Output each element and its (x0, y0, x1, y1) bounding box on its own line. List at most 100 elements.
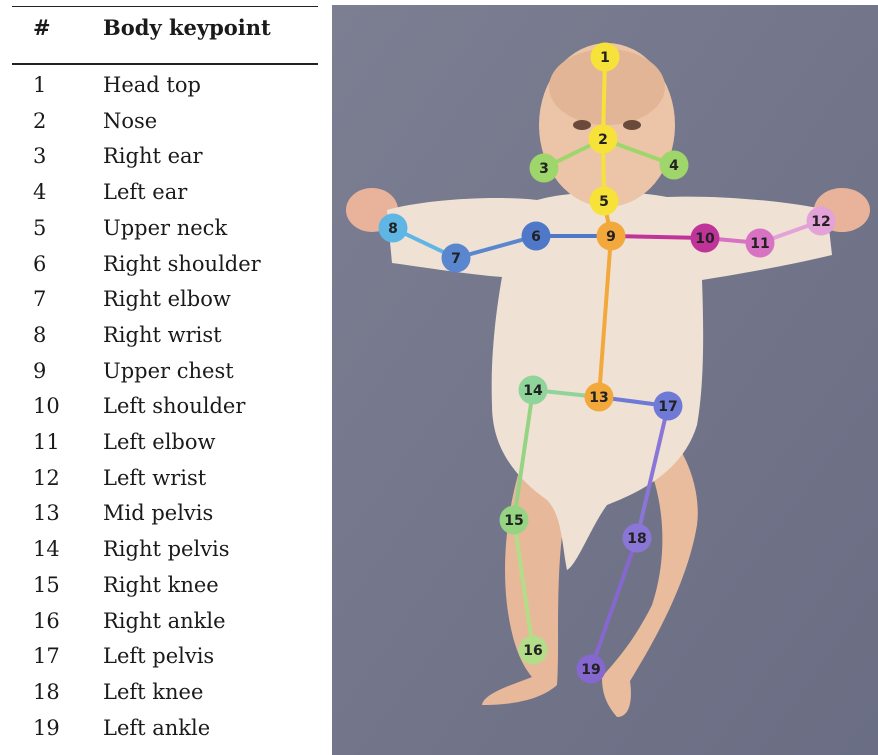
keypoint-number: 6 (33, 252, 46, 276)
table-row: 18 Left knee (0, 680, 322, 715)
keypoint-number-label: 7 (451, 251, 461, 267)
keypoint-label: Right shoulder (103, 252, 261, 276)
keypoint-6: 6 (522, 222, 551, 251)
keypoint-number: 12 (33, 466, 60, 490)
keypoint-number-label: 10 (695, 231, 715, 247)
keypoint-number-label: 5 (599, 194, 609, 210)
table-row: 3 Right ear (0, 144, 322, 179)
keypoint-9: 9 (597, 222, 626, 251)
keypoint-label: Left ankle (103, 716, 210, 740)
keypoint-label: Left ear (103, 180, 187, 204)
keypoint-7: 7 (442, 244, 471, 273)
keypoint-label: Right pelvis (103, 537, 230, 561)
keypoint-15: 15 (500, 506, 529, 535)
keypoint-label: Nose (103, 109, 157, 133)
keypoint-number-label: 9 (606, 229, 616, 245)
table-row: 17 Left pelvis (0, 644, 322, 679)
keypoint-number: 5 (33, 216, 46, 240)
keypoint-label: Upper neck (103, 216, 227, 240)
table-row: 1 Head top (0, 73, 322, 108)
keypoint-number-label: 1 (600, 50, 610, 66)
keypoint-11: 11 (746, 229, 775, 258)
keypoint-number: 19 (33, 716, 60, 740)
keypoint-number-label: 2 (598, 132, 608, 148)
keypoint-label: Right elbow (103, 287, 231, 311)
keypoint-label: Right knee (103, 573, 219, 597)
keypoint-label: Left knee (103, 680, 203, 704)
header-body-keypoint: Body keypoint (103, 15, 271, 40)
keypoint-number: 2 (33, 109, 46, 133)
keypoint-number-label: 14 (523, 383, 543, 399)
keypoint-number-label: 13 (589, 390, 608, 406)
keypoint-number: 17 (33, 644, 60, 668)
keypoint-17: 17 (654, 392, 683, 421)
keypoint-label: Left shoulder (103, 394, 245, 418)
keypoint-18: 18 (623, 524, 652, 553)
table-row: 8 Right wrist (0, 323, 322, 358)
keypoint-19: 19 (577, 655, 606, 684)
keypoint-number: 8 (33, 323, 46, 347)
keypoint-number: 14 (33, 537, 60, 561)
keypoint-number: 7 (33, 287, 46, 311)
keypoint-number: 15 (33, 573, 60, 597)
keypoint-number: 13 (33, 501, 60, 525)
keypoint-5: 5 (590, 187, 619, 216)
table-row: 13 Mid pelvis (0, 501, 322, 536)
keypoint-3: 3 (530, 154, 559, 183)
table-row: 12 Left wrist (0, 466, 322, 501)
keypoint-number: 16 (33, 609, 60, 633)
table-row: 16 Right ankle (0, 609, 322, 644)
keypoint-16: 16 (519, 636, 548, 665)
keypoint-number-label: 8 (388, 221, 398, 237)
keypoint-number-label: 19 (581, 662, 600, 678)
table-row: 11 Left elbow (0, 430, 322, 465)
header-number: # (33, 15, 51, 40)
table-row: 15 Right knee (0, 573, 322, 608)
keypoint-table: # Body keypoint 1 Head top 2 Nose 3 Right ear… (0, 0, 322, 755)
keypoint-label: Right ear (103, 144, 203, 168)
keypoint-label: Left elbow (103, 430, 215, 454)
keypoint-number: 18 (33, 680, 60, 704)
keypoint-number: 10 (33, 394, 60, 418)
table-header-rule (12, 63, 318, 65)
table-row: 14 Right pelvis (0, 537, 322, 572)
keypoint-number-label: 18 (627, 531, 646, 547)
keypoint-number: 3 (33, 144, 46, 168)
keypoint-label: Right ankle (103, 609, 226, 633)
keypoint-label: Mid pelvis (103, 501, 213, 525)
keypoint-number: 4 (33, 180, 46, 204)
keypoint-number-label: 12 (811, 214, 830, 230)
keypoint-number: 9 (33, 359, 46, 383)
table-row: 4 Left ear (0, 180, 322, 215)
table-row: 6 Right shoulder (0, 252, 322, 287)
keypoint-number-label: 16 (523, 643, 542, 659)
keypoint-label: Upper chest (103, 359, 234, 383)
keypoint-label: Head top (103, 73, 201, 97)
keypoint-12: 12 (807, 207, 836, 236)
keypoint-number-label: 4 (669, 158, 679, 174)
table-top-rule (12, 6, 318, 7)
keypoint-13: 13 (585, 383, 614, 412)
keypoint-number-label: 17 (658, 399, 677, 415)
keypoint-4: 4 (660, 151, 689, 180)
keypoint-10: 10 (691, 224, 720, 253)
keypoint-number-label: 15 (504, 513, 523, 529)
keypoint-label: Left wrist (103, 466, 206, 490)
keypoint-1: 1 (591, 43, 620, 72)
keypoint-number: 11 (33, 430, 60, 454)
keypoint-number: 1 (33, 73, 46, 97)
keypoint-14: 14 (519, 376, 548, 405)
table-row: 9 Upper chest (0, 359, 322, 394)
keypoint-label: Right wrist (103, 323, 222, 347)
table-row: 2 Nose (0, 109, 322, 144)
table-row: 7 Right elbow (0, 287, 322, 322)
keypoint-label: Left pelvis (103, 644, 214, 668)
keypoint-2: 2 (589, 125, 618, 154)
table-row: 5 Upper neck (0, 216, 322, 251)
keypoint-number-label: 11 (750, 236, 769, 252)
keypoint-8: 8 (379, 214, 408, 243)
table-row: 19 Left ankle (0, 716, 322, 751)
keypoint-number-label: 6 (531, 229, 541, 245)
